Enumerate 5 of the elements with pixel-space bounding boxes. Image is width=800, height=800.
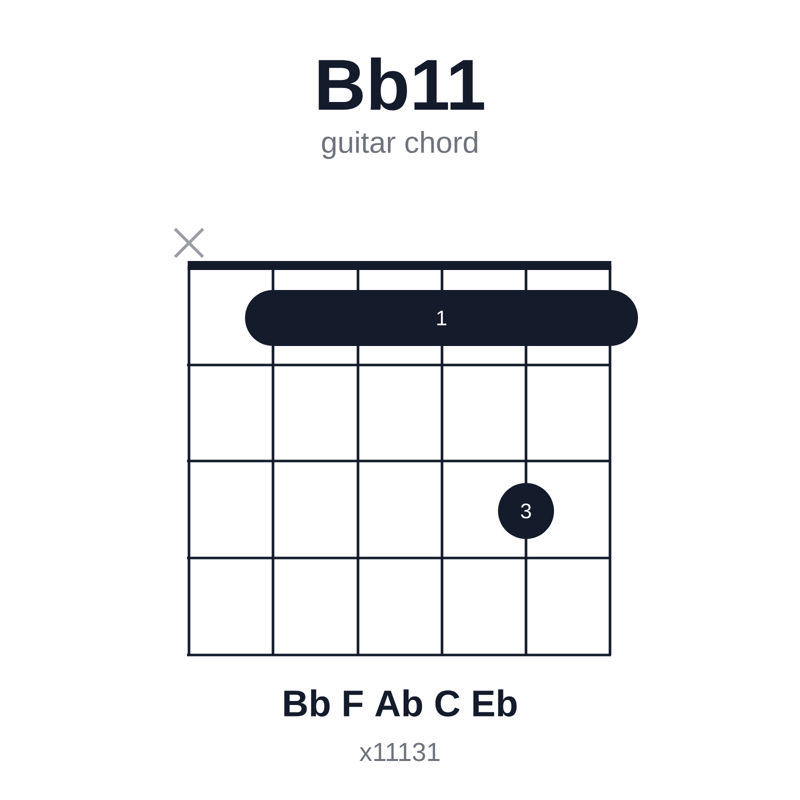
note-names: Bb F Ab C Eb [284, 689, 517, 717]
barre-bar: 1 [245, 290, 638, 346]
subtitle: guitar chord [322, 131, 478, 159]
chord-title: Bb11 [318, 58, 484, 110]
fingering-code: x11131 [360, 742, 440, 762]
